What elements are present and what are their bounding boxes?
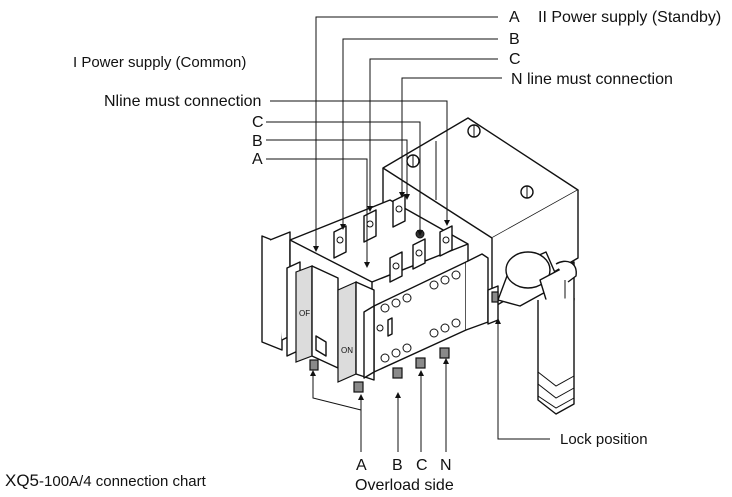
common-phase-b: B: [252, 133, 263, 150]
overload-side-label: Overload side: [355, 477, 454, 494]
top-screw-1: [467, 124, 481, 138]
chart-caption: XQ5-100A/4 connection chart: [5, 471, 207, 490]
caption-model: XQ5: [5, 471, 39, 490]
operating-handle: [487, 251, 577, 415]
standby-phase-c: C: [509, 51, 521, 68]
top-screw-3: [520, 185, 534, 199]
bottom-lugs: [309, 347, 450, 393]
standby-phase-b: B: [509, 31, 520, 48]
standby-supply-label: II Power supply (Standby): [538, 9, 721, 26]
overload-phase-n: N: [440, 457, 452, 474]
arrow-heads: [310, 192, 501, 400]
overload-phase-a: A: [356, 457, 367, 474]
overload-phase-c: C: [416, 457, 428, 474]
standby-neutral-note: N line must connection: [511, 71, 673, 88]
transfer-switch-illustration: OF ON: [261, 117, 579, 415]
common-supply-label: I Power supply (Common): [73, 54, 246, 71]
leader-lines: [266, 16, 550, 452]
overload-phase-b: B: [392, 457, 403, 474]
standby-phase-a: A: [509, 9, 520, 26]
lock-position-label: Lock position: [560, 431, 648, 448]
front-terminal-holes: [380, 270, 461, 363]
top-screw-2: [406, 154, 420, 168]
caption-rest: -100A/4 connection chart: [39, 473, 207, 490]
off-mark: OF: [299, 309, 310, 318]
common-neutral-note: Nline must connection: [104, 93, 261, 110]
common-phase-a: A: [252, 151, 263, 168]
on-mark: ON: [341, 346, 353, 355]
common-phase-c: C: [252, 114, 264, 131]
